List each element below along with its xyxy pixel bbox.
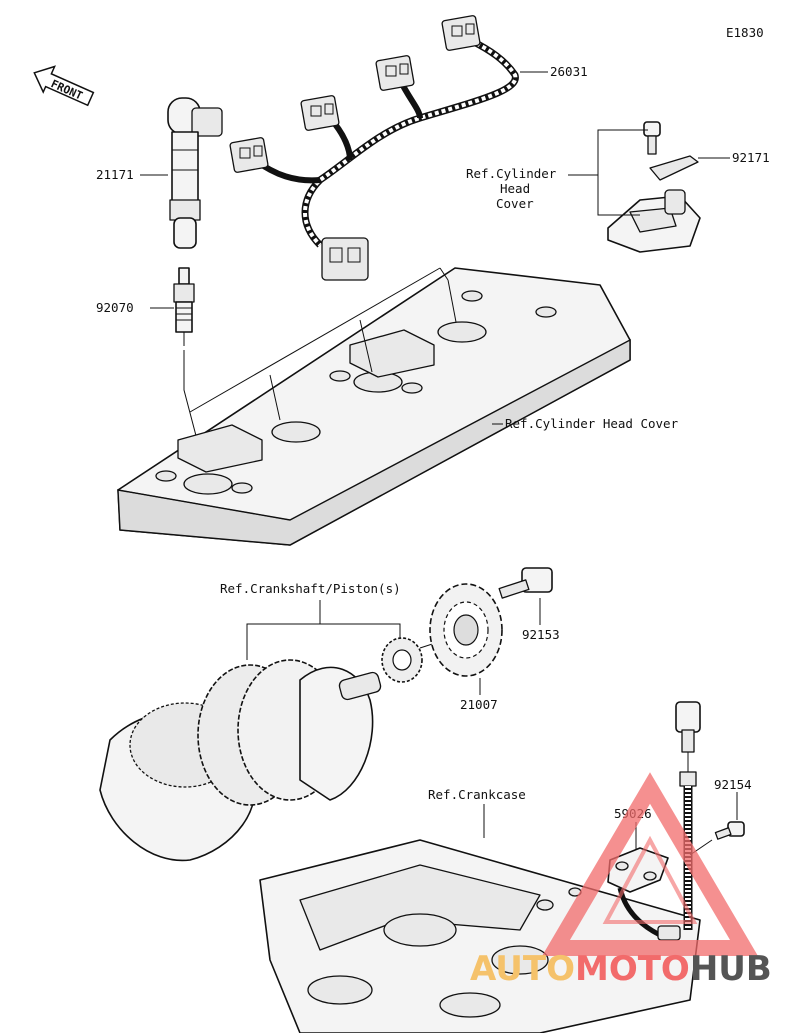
ref-crankcase: Ref.Crankcase [428, 787, 526, 802]
ignition-coil [167, 97, 223, 249]
label-harness: 26031 [550, 64, 588, 79]
sensor-bolt [714, 821, 745, 840]
ref-head-cover-small-1: Ref.Cylinder [466, 166, 557, 181]
label-coil: 21171 [96, 167, 134, 182]
label-spark-plug: 92070 [96, 300, 134, 315]
watermark-hub: HUB [690, 949, 772, 989]
diagram-code: E1830 [726, 25, 764, 40]
watermark-logo: AUTOMOTOHUB [470, 772, 772, 989]
crank-sensor [607, 847, 681, 941]
ref-crankshaft: Ref.Crankshaft/Piston(s) [220, 581, 401, 596]
watermark-moto: MOTO [575, 949, 690, 989]
head-cover-detail [607, 121, 701, 253]
front-arrow-icon: FRONT [33, 65, 95, 107]
bearing-gear [381, 637, 423, 683]
crankcase [259, 839, 701, 1033]
crankshaft [99, 659, 382, 862]
label-rotor: 21007 [460, 697, 498, 712]
timing-rotor [429, 583, 503, 677]
spark-plug [173, 267, 195, 346]
label-bolt-top: 92171 [732, 150, 770, 165]
ref-head-cover-small-3: Cover [496, 196, 534, 211]
wiring-harness [229, 15, 519, 281]
watermark-auto: AUTO [470, 949, 575, 989]
cylinder-head-cover [117, 267, 631, 546]
ref-head-cover: Ref.Cylinder Head Cover [505, 416, 679, 431]
watermark-text: AUTOMOTOHUB [470, 949, 772, 989]
label-bolt-sensor: 92154 [714, 777, 752, 792]
ref-head-cover-small-2: Head [500, 181, 530, 196]
label-bolt-rotor: 92153 [522, 627, 560, 642]
rotor-bolt [498, 567, 553, 599]
